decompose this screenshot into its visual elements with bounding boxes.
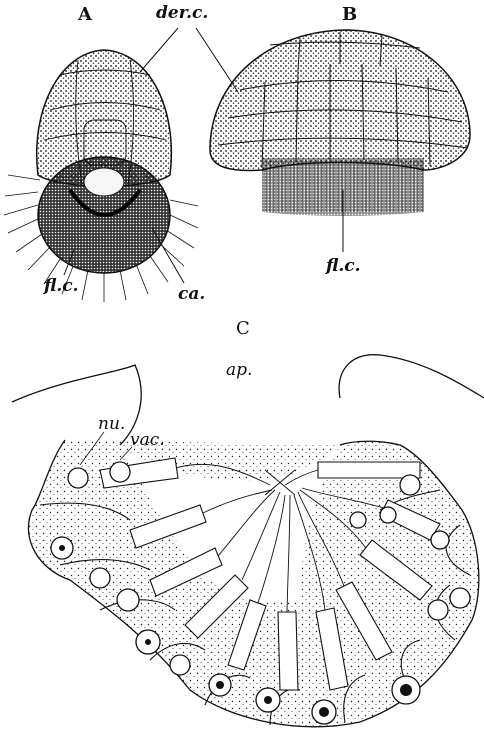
label-ap: ap. — [226, 362, 252, 379]
label-fl-c-a: fl.c. — [44, 278, 79, 295]
larva-a — [4, 50, 198, 302]
figure-letter-a: A — [78, 6, 92, 24]
figure-letter-c: C — [236, 320, 250, 338]
figure-letter-b: B — [342, 6, 357, 24]
label-nu: nu. — [98, 416, 125, 433]
label-fl-c-b: fl.c. — [326, 258, 361, 275]
larva-b — [210, 30, 470, 216]
label-vac: vac. — [130, 432, 165, 449]
label-ca: ca. — [178, 286, 205, 303]
section-c — [12, 355, 484, 727]
label-der-c: der.c. — [156, 5, 208, 22]
